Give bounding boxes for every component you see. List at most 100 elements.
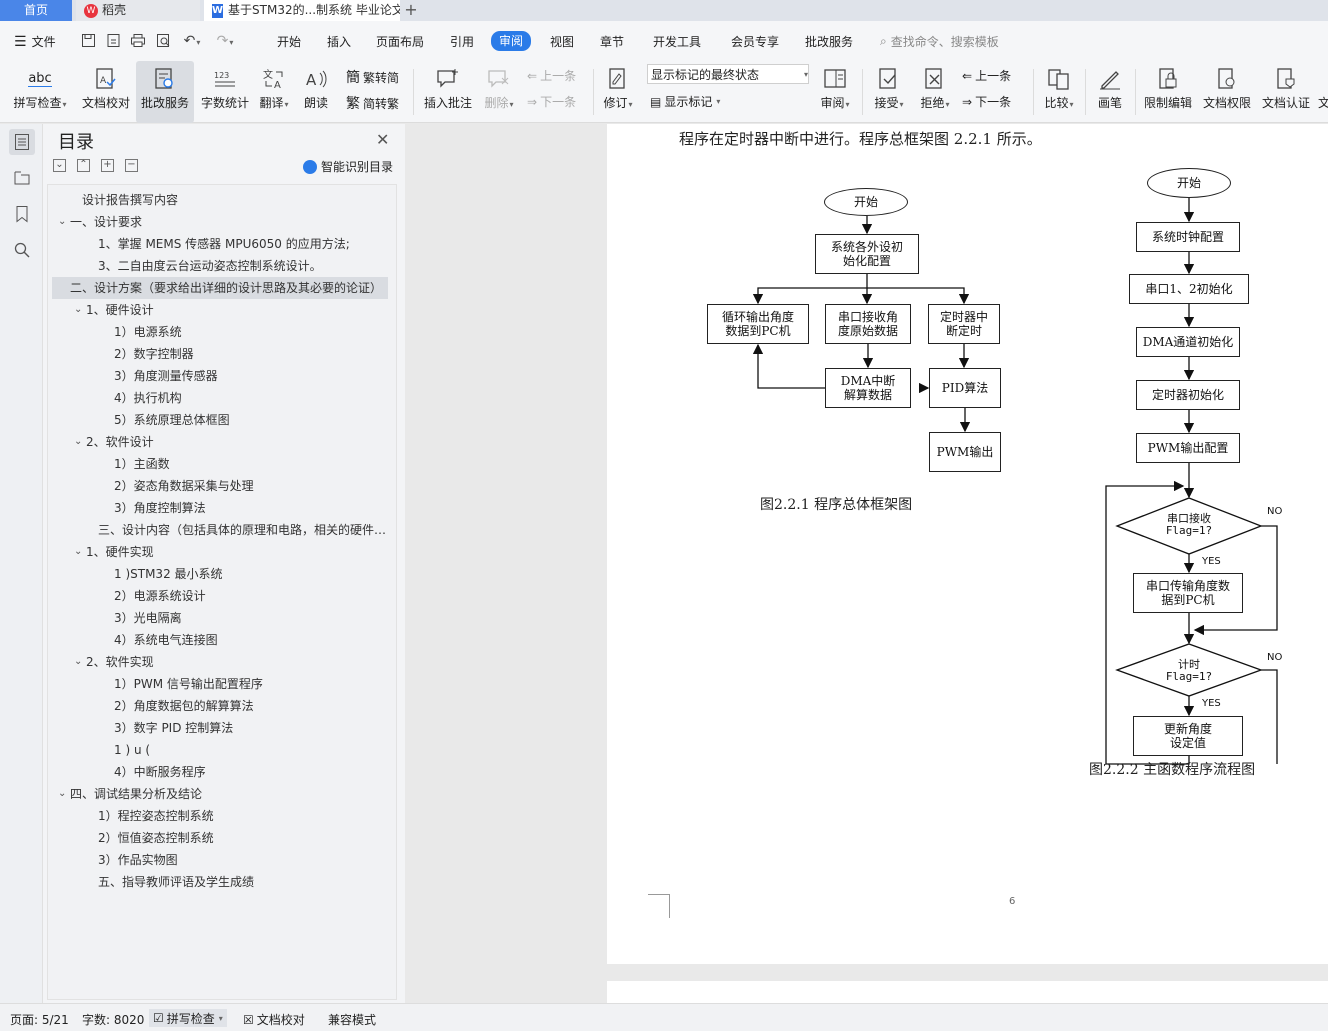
navigation-pane-icon[interactable] xyxy=(9,165,35,191)
review-pane-button[interactable]: 审阅▾ xyxy=(814,61,856,123)
chevron-down-icon[interactable]: ⌄ xyxy=(74,436,83,447)
accept-button[interactable]: 接受▾ xyxy=(868,61,910,123)
redo-icon[interactable]: ↷▾ xyxy=(216,33,234,49)
next-change-button[interactable]: ⇒下一条 xyxy=(962,93,1011,110)
status-spell-check[interactable]: ☑拼写检查▾ xyxy=(149,1009,227,1027)
menu-member[interactable]: 会员专享 xyxy=(731,35,780,49)
menu-dev-tools[interactable]: 开发工具 xyxy=(653,35,702,49)
chevron-down-icon[interactable]: ⌄ xyxy=(74,304,83,315)
compare-button[interactable]: 比较▾ xyxy=(1038,61,1080,123)
toc-item[interactable]: 4）中断服务程序 xyxy=(114,765,206,779)
revise-button[interactable]: 修订▾ xyxy=(598,61,638,123)
toc-item[interactable]: 3）作品实物图 xyxy=(98,853,178,867)
toc-item[interactable]: 2）恒值姿态控制系统 xyxy=(98,831,214,845)
toc-item[interactable]: 2、软件实现 xyxy=(86,655,154,669)
doc-proof-button[interactable]: A 文档校对 xyxy=(78,61,134,123)
menu-review[interactable]: 审阅 xyxy=(491,31,532,51)
toc-item[interactable]: 1、硬件设计 xyxy=(86,303,154,317)
bookmark-icon[interactable] xyxy=(9,201,35,227)
toc-item[interactable]: 1 ) u ( xyxy=(114,743,151,757)
doc-certify-button[interactable]: 文档认证 xyxy=(1258,61,1314,123)
trad-to-simp-button[interactable]: 簡繁转简 xyxy=(346,67,399,87)
toc-item[interactable]: 3、二自由度云台运动姿态控制系统设计。 xyxy=(98,259,322,273)
more-ribbon-button[interactable]: 文 xyxy=(1318,61,1328,123)
toc-item[interactable]: 三、设计内容（包括具体的原理和电路，相关的硬件连接图） xyxy=(98,523,388,537)
insert-comment-button[interactable]: 插入批注 xyxy=(420,61,476,123)
delete-comment-button[interactable]: 删除▾ xyxy=(480,61,518,123)
toc-item[interactable]: 4）系统电气连接图 xyxy=(114,633,218,647)
toc-item[interactable]: 设计报告撰写内容 xyxy=(82,193,179,207)
menu-chapter[interactable]: 章节 xyxy=(600,35,625,49)
expand-up-icon[interactable]: ⌃ xyxy=(77,159,90,172)
toc-item[interactable]: 3）角度控制算法 xyxy=(114,501,206,515)
menu-reference[interactable]: 引用 xyxy=(450,35,475,49)
toc-item[interactable]: 1 )STM32 最小系统 xyxy=(114,567,223,581)
toc-item[interactable]: 3）光电隔离 xyxy=(114,611,182,625)
restrict-edit-button[interactable]: 限制编辑 xyxy=(1140,61,1196,123)
chevron-down-icon[interactable]: ⌄ xyxy=(58,216,67,227)
toc-item[interactable]: 五、指导教师评语及学生成绩 xyxy=(98,875,255,889)
word-count[interactable]: 字数: 8020 xyxy=(82,1013,145,1027)
menu-start[interactable]: 开始 xyxy=(277,35,302,49)
export-pdf-icon[interactable] xyxy=(104,33,122,49)
chevron-down-icon[interactable]: ⌄ xyxy=(74,656,83,667)
print-icon[interactable] xyxy=(129,33,147,49)
toc-item[interactable]: 3）角度测量传感器 xyxy=(114,369,218,383)
command-search[interactable]: ⌕ 查找命令、搜索模板 xyxy=(880,33,999,50)
find-icon[interactable] xyxy=(9,237,35,263)
menu-view[interactable]: 视图 xyxy=(550,35,575,49)
word-count-button[interactable]: 123 字数统计 xyxy=(198,61,252,123)
toc-item[interactable]: 2）电源系统设计 xyxy=(114,589,206,603)
toc-item[interactable]: 2、软件设计 xyxy=(86,435,154,449)
new-tab-plus-icon[interactable]: + xyxy=(404,0,418,19)
toc-item[interactable]: 5）系统原理总体框图 xyxy=(114,413,230,427)
markup-state-select[interactable]: 显示标记的最终状态▾ xyxy=(647,64,809,84)
doc-permission-button[interactable]: 文档权限 xyxy=(1199,61,1255,123)
undo-icon[interactable]: ↶▾ xyxy=(183,33,201,49)
toc-item[interactable]: 1、硬件实现 xyxy=(86,545,154,559)
toc-item[interactable]: 四、调试结果分析及结论 xyxy=(70,787,203,801)
read-aloud-button[interactable]: A 朗读 xyxy=(298,61,334,123)
toc-item[interactable]: 1）PWM 信号输出配置程序 xyxy=(114,677,263,691)
next-comment-button[interactable]: ⇒下一条 xyxy=(527,93,576,110)
remove-heading-icon[interactable]: − xyxy=(125,159,138,172)
smart-toc-button[interactable]: 智能识别目录 xyxy=(303,158,393,175)
prev-comment-button[interactable]: ⇐上一条 xyxy=(527,67,576,84)
prev-change-button[interactable]: ⇐上一条 xyxy=(962,67,1011,84)
toc-item[interactable]: 4）执行机构 xyxy=(114,391,182,405)
chevron-down-icon[interactable]: ⌄ xyxy=(58,788,67,799)
toc-item[interactable]: 3）数字 PID 控制算法 xyxy=(114,721,234,735)
chevron-down-icon[interactable]: ⌄ xyxy=(74,546,83,557)
toc-item[interactable]: 2）角度数据包的解算算法 xyxy=(114,699,254,713)
menu-review-service[interactable]: 批改服务 xyxy=(805,35,854,49)
show-markup-button[interactable]: ▤显示标记▾ xyxy=(650,94,721,110)
collapse-all-icon[interactable]: ⌄ xyxy=(53,159,66,172)
file-menu[interactable]: ☰ 文件 xyxy=(14,33,56,50)
status-doc-proof[interactable]: ☒文档校对 xyxy=(243,1011,305,1028)
review-service-button[interactable]: 批改服务 xyxy=(136,61,194,123)
toc-item[interactable]: 1）电源系统 xyxy=(114,325,182,339)
toc-item[interactable]: 二、设计方案（要求给出详细的设计思路及其必要的论证） xyxy=(52,277,388,299)
reject-button[interactable]: 拒绝▾ xyxy=(914,61,956,123)
pen-button[interactable]: 画笔 xyxy=(1090,61,1130,123)
menu-page-layout[interactable]: 页面布局 xyxy=(376,35,425,49)
add-heading-icon[interactable]: + xyxy=(101,159,114,172)
spell-check-button[interactable]: abc 拼写检查▾ xyxy=(8,61,72,123)
toc-item[interactable]: 2）姿态角数据采集与处理 xyxy=(114,479,254,493)
toc-item[interactable]: 1）主函数 xyxy=(114,457,170,471)
print-preview-icon[interactable] xyxy=(154,33,172,49)
tab-home[interactable]: 首页 xyxy=(0,0,72,21)
close-icon[interactable]: ✕ xyxy=(376,130,390,149)
simp-to-trad-button[interactable]: 繁简转繁 xyxy=(346,93,399,113)
toc-pane-icon[interactable] xyxy=(9,129,35,155)
toc-item[interactable]: 一、设计要求 xyxy=(70,215,143,229)
save-icon[interactable] xyxy=(79,33,97,49)
page-indicator[interactable]: 页面: 5/21 xyxy=(10,1013,69,1027)
toc-item[interactable]: 1、掌握 MEMS 传感器 MPU6050 的应用方法; xyxy=(98,237,350,251)
toc-item[interactable]: 2）数字控制器 xyxy=(114,347,194,361)
menu-insert[interactable]: 插入 xyxy=(327,35,352,49)
toc-item[interactable]: 1）程控姿态控制系统 xyxy=(98,809,214,823)
